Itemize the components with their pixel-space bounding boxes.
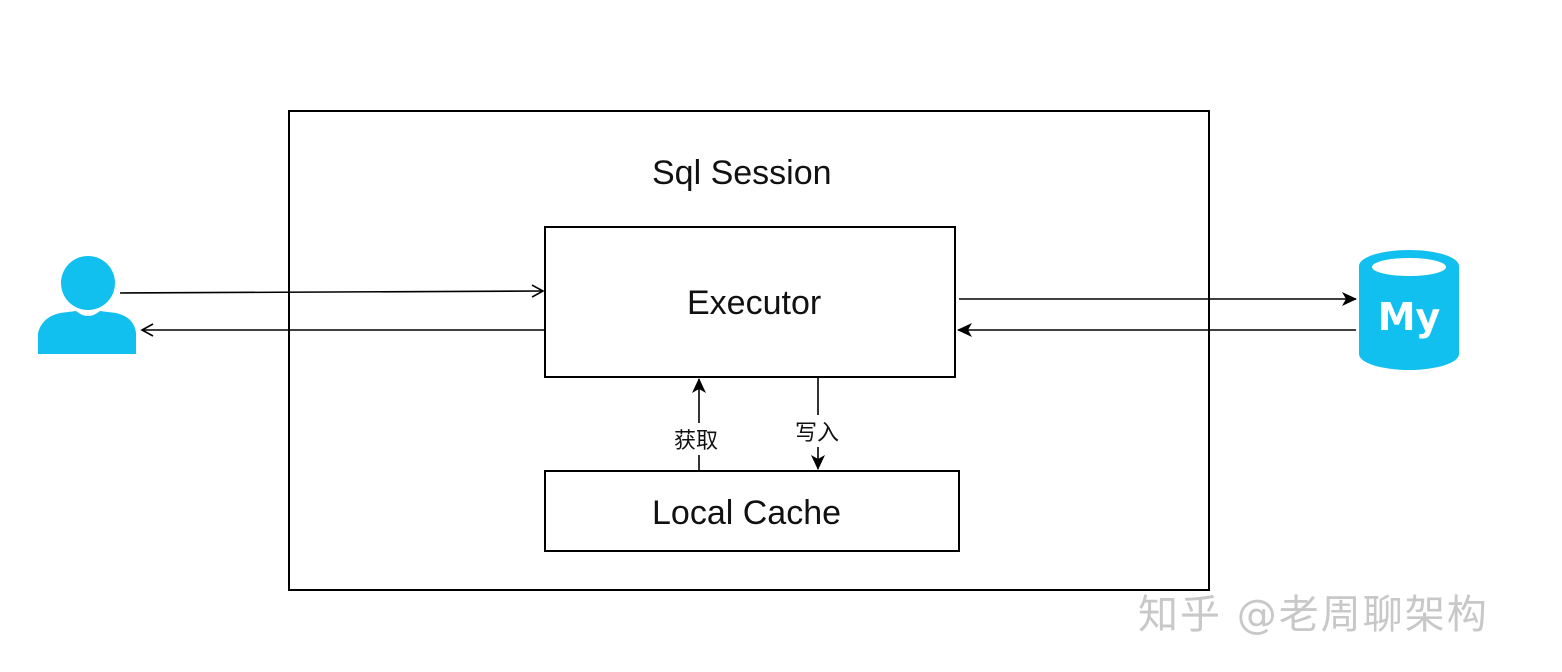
write-label: 写入 bbox=[793, 415, 842, 447]
mysql-database-icon: My bbox=[1359, 250, 1459, 370]
user-to-executor-arrow bbox=[119, 284, 545, 298]
fetch-label: 获取 bbox=[672, 423, 721, 455]
local-cache-label: Local Cache bbox=[652, 494, 842, 532]
db-icon-text: My bbox=[1378, 295, 1441, 339]
watermark: 知乎 @老周聊架构 bbox=[1138, 592, 1489, 638]
local-cache-box bbox=[544, 470, 960, 552]
sql-session-label: Sql Session bbox=[652, 154, 832, 192]
executor-label: Executor bbox=[687, 284, 822, 322]
executor-box bbox=[544, 226, 956, 378]
user-icon bbox=[38, 256, 136, 354]
